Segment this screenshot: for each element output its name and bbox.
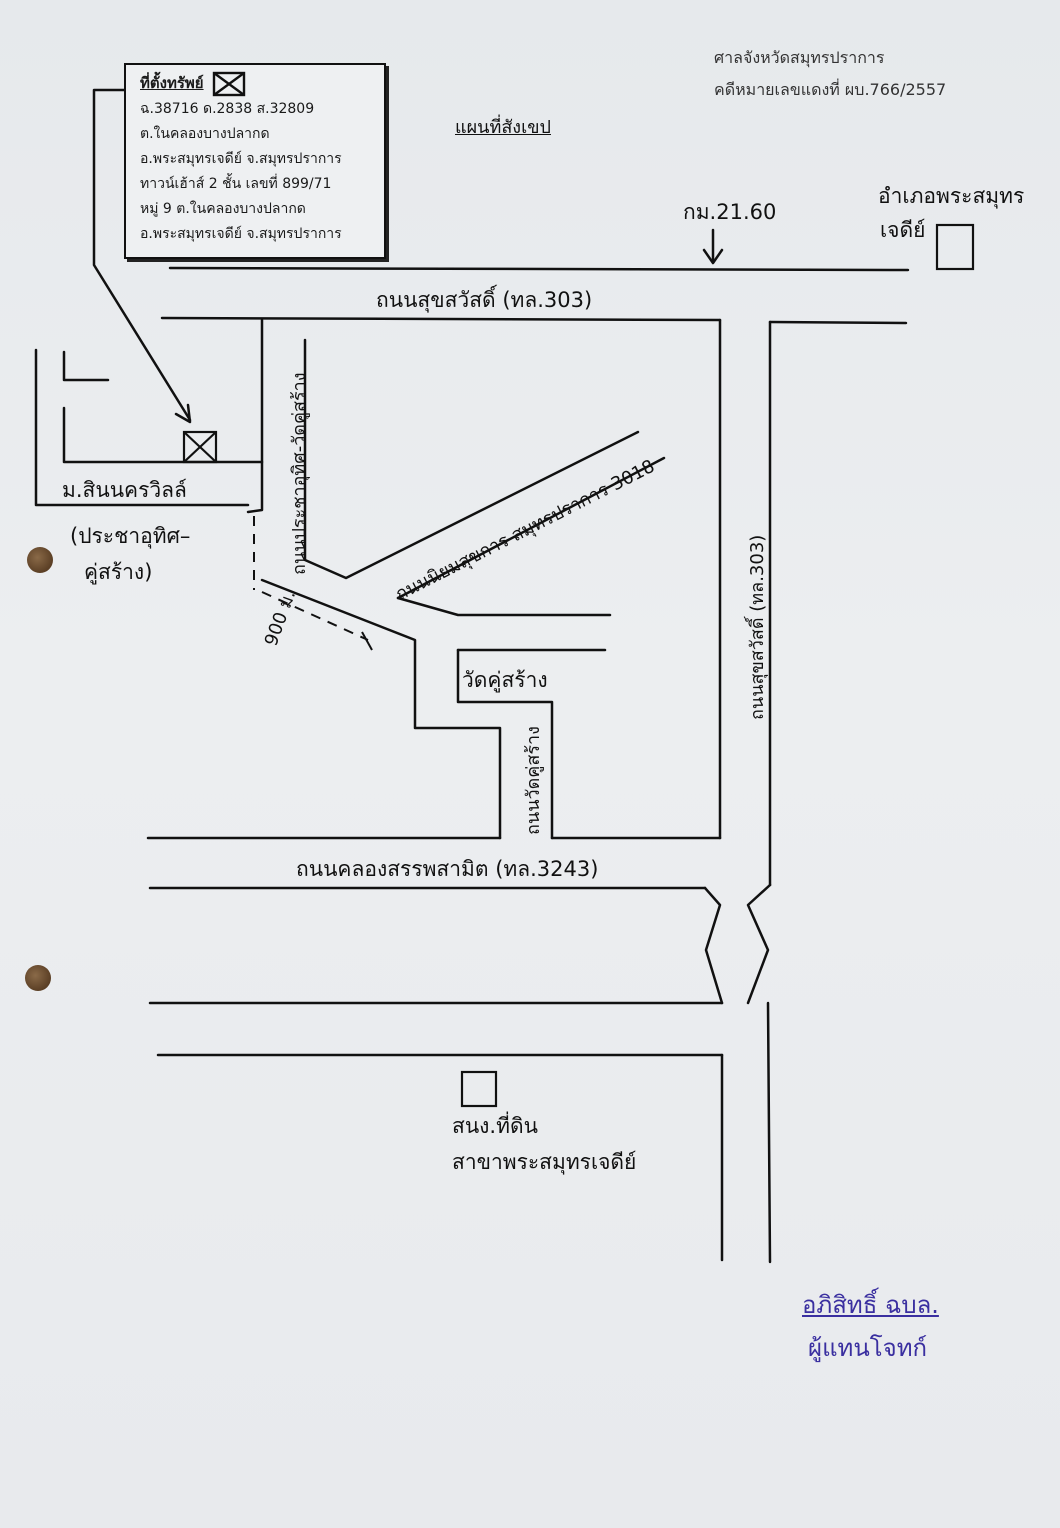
property-line: ต.ในคลองบางปลากด <box>140 126 270 142</box>
map-title: แผนที่สังเขป <box>455 117 551 138</box>
land-office-label: สนง.ที่ดิน <box>452 1114 538 1138</box>
route-end-tick <box>361 631 373 651</box>
road-prachauthit-west-top <box>246 318 264 514</box>
road-suksawat-top-north-edge <box>168 266 910 272</box>
property-marker <box>182 430 218 464</box>
amphoe-office-label-2: เจดีย์ <box>880 218 926 242</box>
village-road-label-2: คู่สร้าง) <box>84 560 153 584</box>
road-prachauthit-southwest <box>260 578 502 840</box>
road-label-wat-khusang: ถนนวัดคู่สร้าง <box>523 726 544 835</box>
village-road-label: (ประชาอุทิศ– <box>70 524 191 548</box>
land-office-label-2: สาขาพระสมุทรเจดีย์ <box>452 1150 637 1174</box>
road-south-east-edge <box>766 1001 772 1264</box>
road-suksawat-top-south-edge-east <box>768 320 908 325</box>
road-wat-khusang-east-edge <box>456 648 554 840</box>
court-name: ศาลจังหวัดสมุทรปราการ <box>714 48 885 67</box>
road-branch-to-temple-north <box>396 596 612 617</box>
punch-hole <box>27 547 53 573</box>
property-line: อ.พระสมุทรเจดีย์ จ.สมุทรปราการ <box>140 226 342 242</box>
property-x-icon <box>212 71 246 97</box>
km-marker-label: กม.21.60 <box>683 200 777 224</box>
amphoe-office-marker <box>935 223 975 271</box>
case-number: คดีหมายเลขแดงที่ ผบ.766/2557 <box>714 80 947 99</box>
signature-name: อภิสิทธิ์ ฉบล. <box>802 1291 939 1319</box>
property-line: ฉ.38716 ด.2838 ส.32809 <box>140 101 315 117</box>
road-niyom-south-edge <box>396 456 666 600</box>
village-building-1 <box>62 350 110 382</box>
temple-label: วัดคู่สร้าง <box>462 668 548 692</box>
land-office-marker <box>460 1070 498 1108</box>
village-outer-edge <box>34 348 250 507</box>
property-info-box: ที่ตั้งทรัพย์ ฉ.38716 ด.2838 ส.32809 ต.ใ… <box>124 63 386 259</box>
bridge-west-edge <box>703 886 724 1005</box>
road-prachauthit-east-and-niyom-north <box>303 338 640 580</box>
property-line: ทาวน์เฮ้าส์ 2 ชั้น เลขที่ 899/71 <box>140 176 332 192</box>
road-label-suksawat-top: ถนนสุขสวัสดิ์ (ทล.303) <box>376 288 593 312</box>
pointer-arrowhead <box>174 403 192 424</box>
road-label-suksawat-right: ถนนสุขสวัสดิ์ (ทล.303) <box>747 534 768 720</box>
signature-role: ผู้แทนโจทก์ <box>808 1334 928 1362</box>
village-label: ม.สินนครวิลล์ <box>62 478 187 502</box>
amphoe-office-label: อำเภอพระสมุทร <box>878 184 1025 208</box>
property-line: หมู่ 9 ต.ในคลองบางปลากด <box>140 201 306 217</box>
km-arrow-head <box>702 248 724 265</box>
property-box-title: ที่ตั้งทรัพย์ <box>140 74 204 92</box>
punch-hole <box>25 965 51 991</box>
bridge-east-edge <box>746 883 772 1005</box>
road-label-khlong-sapphasamit: ถนนคลองสรรพสามิต (ทล.3243) <box>296 857 599 881</box>
pointer-line <box>92 88 192 422</box>
property-line: อ.พระสมุทรเจดีย์ จ.สมุทรปราการ <box>140 151 342 167</box>
route-dashed-diagonal <box>261 591 369 641</box>
village-building-2 <box>62 406 264 464</box>
road-suksawat-top-south-edge <box>160 316 722 322</box>
road-label-prachauthit: ถนนประชาอุทิศ-วัดคู่สร้าง <box>289 372 310 575</box>
